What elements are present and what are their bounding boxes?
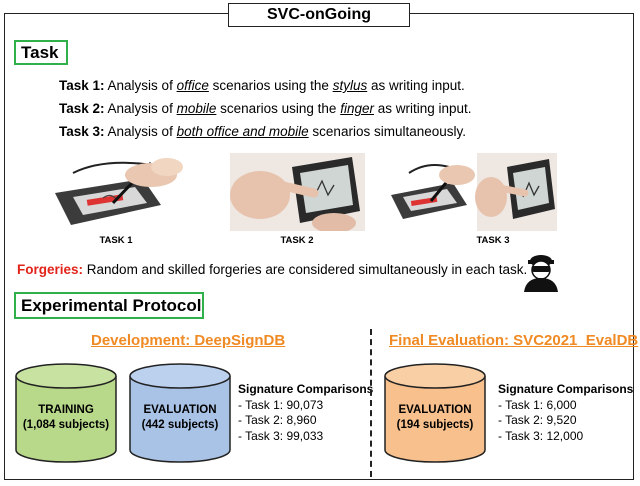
final-evaluation-title: Final Evaluation: SVC2021_EvalDB	[389, 332, 639, 349]
training-label: TRAINING (1,084 subjects)	[22, 404, 110, 431]
final-signature-comparisons: Signature Comparisons - Task 1: 6,000 - …	[498, 382, 634, 443]
dev-signature-comparisons: Signature Comparisons - Task 1: 90,073 -…	[238, 382, 374, 443]
dev-evaluation-label: EVALUATION (442 subjects)	[141, 404, 219, 431]
final-evaluation-label: EVALUATION (194 subjects)	[396, 404, 474, 431]
training-database-cylinder	[15, 363, 117, 463]
dev-evaluation-database-cylinder	[129, 363, 231, 463]
main-title: SVC-onGoing	[228, 3, 410, 27]
forgeries-text: Random and skilled forgeries are conside…	[83, 262, 528, 277]
forger-icon	[524, 255, 558, 292]
task1-caption: TASK 1	[99, 235, 133, 246]
task1-stylus-tablet-image	[43, 153, 183, 231]
task2-finger-mobile-image	[230, 153, 365, 231]
task2-caption: TASK 2	[280, 235, 314, 246]
development-title: Development: DeepSignDB	[91, 332, 286, 349]
task-line-3: Task 3: Analysis of both office and mobi…	[59, 124, 466, 139]
protocol-heading: Experimental Protocol	[14, 292, 204, 319]
section-divider	[370, 329, 372, 477]
forgeries-line: Forgeries: Random and skilled forgeries …	[17, 262, 527, 277]
task-heading: Task	[14, 40, 68, 65]
final-evaluation-database-cylinder	[384, 363, 486, 463]
task3-both-scenarios-image	[387, 153, 557, 231]
task-line-2: Task 2: Analysis of mobile scenarios usi…	[59, 101, 472, 116]
task-line-1: Task 1: Analysis of office scenarios usi…	[59, 78, 465, 93]
forgeries-label: Forgeries:	[17, 262, 84, 277]
task3-caption: TASK 3	[476, 235, 510, 246]
